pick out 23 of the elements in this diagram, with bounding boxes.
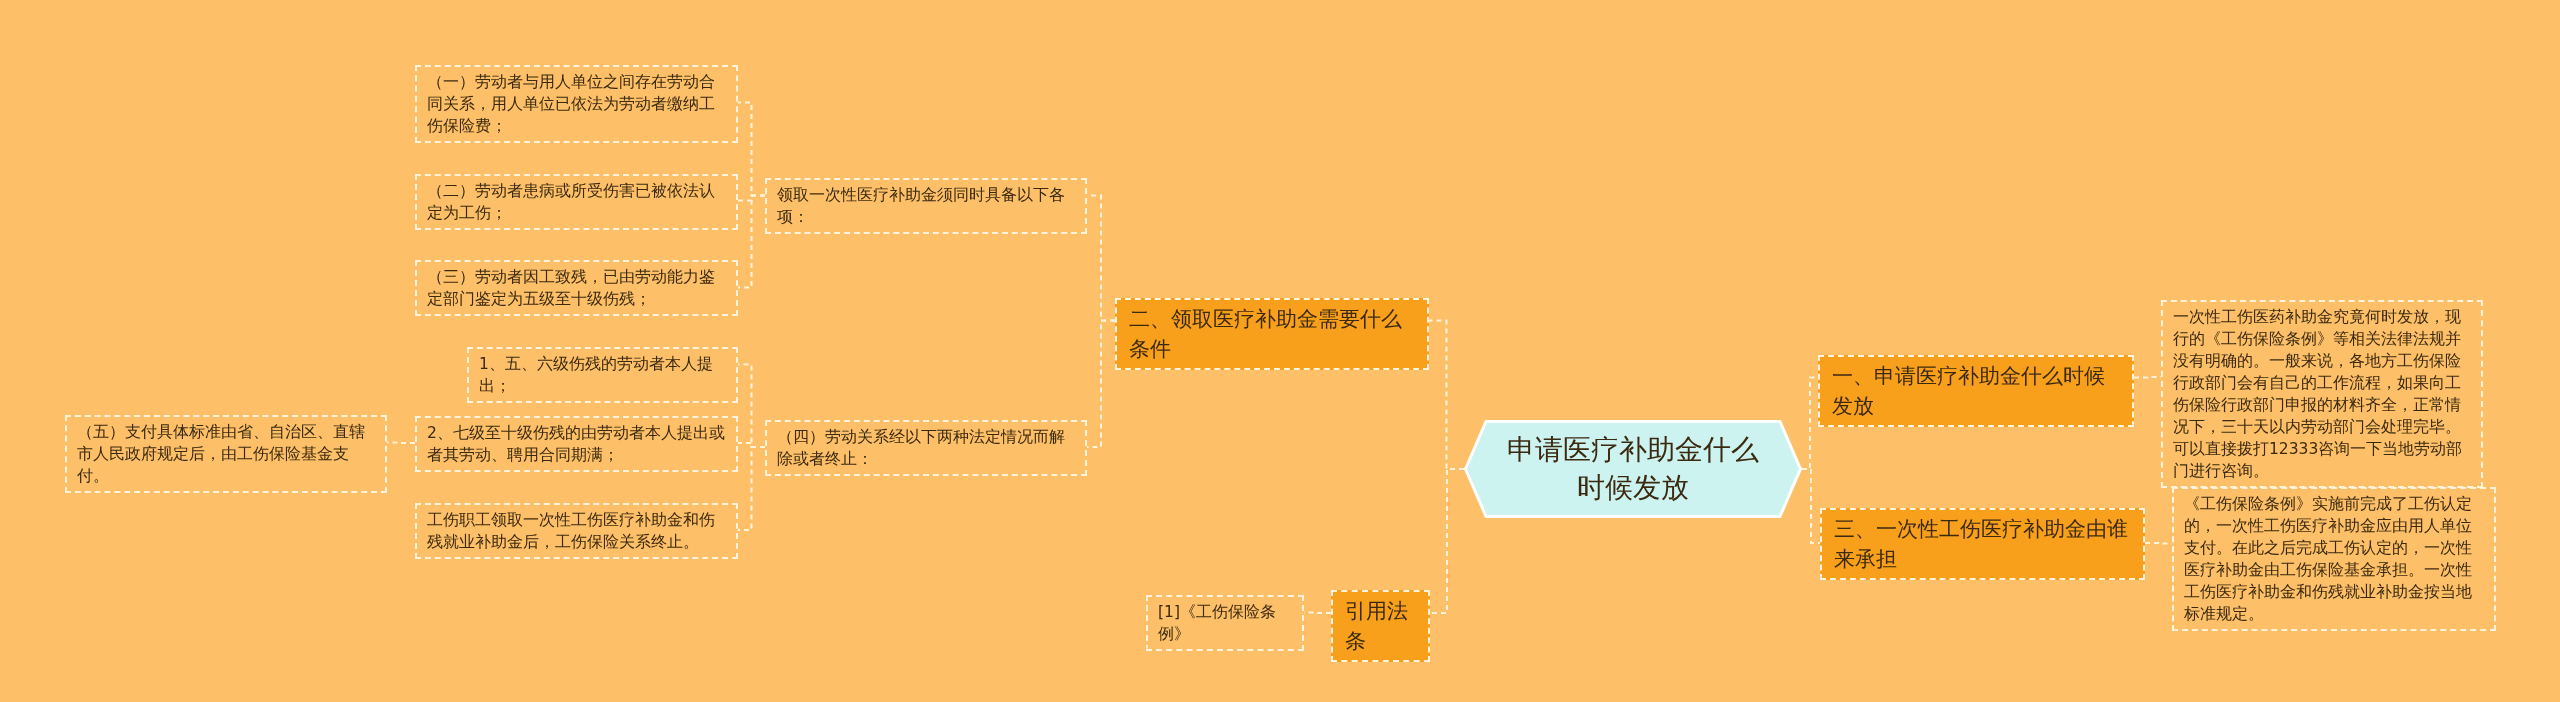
branch-box: 三、一次性工伤医疗补助金由谁来承担 (1820, 508, 2145, 580)
branch-box: 二、领取医疗补助金需要什么条件 (1115, 298, 1429, 370)
note-box: （四）劳动关系经以下两种法定情况而解除或者终止： (765, 420, 1087, 476)
connector-line (1801, 468, 1821, 544)
note-box: 《工伤保险条例》实施前完成了工伤认定的，一次性工伤医疗补助金应由用人单位支付。在此之后完成工伤认定的，一次性医疗补助金由工伤保险基金承担。一次性工伤医疗补助金和伤残就业补助金按当地标准规定。 (2172, 487, 2496, 631)
note-box: 一次性工伤医药补助金究竟何时发放，现行的《工伤保险条例》等相关法律法规并没有明确的。一般来说，各地方工伤保险行政部门会有自己的工作流程，如果向工伤保险行政部门申报的材料齐全，正常情况下，三十天以内劳动部门会处理完毕。可以直接拨打12333咨询一下当地劳动部门进行咨询。 (2161, 300, 2483, 488)
connector-line (737, 194, 766, 289)
note-box: 领取一次性医疗补助金须同时具备以下各项： (765, 178, 1087, 234)
topic-hexagon: 申请医疗补助金什么时候发放 (1464, 420, 1802, 518)
connector-line (1086, 319, 1116, 448)
connector-line (737, 446, 766, 531)
connector-line (1303, 611, 1332, 614)
note-box: （三）劳动者因工致残，已由劳动能力鉴定部门鉴定为五级至十级伤残； (415, 260, 738, 316)
note-box: 2、七级至十级伤残的由劳动者本人提出或者其劳动、聘用合同期满； (415, 416, 738, 472)
branch-box: 引用法条 (1331, 590, 1430, 662)
note-box: [1]《工伤保险条例》 (1146, 595, 1304, 651)
branch-box: 一、申请医疗补助金什么时候发放 (1818, 355, 2134, 427)
note-box: 1、五、六级伤残的劳动者本人提出； (467, 347, 738, 403)
note-box: （二）劳动者患病或所受伤害已被依法认定为工伤； (415, 174, 738, 230)
note-box: 工伤职工领取一次性工伤医疗补助金和伤残就业补助金后，工伤保险关系终止。 (415, 503, 738, 559)
note-box: （五）支付具体标准由省、自治区、直辖市人民政府规定后，由工伤保险基金支付。 (65, 415, 387, 493)
note-box: （一）劳动者与用人单位之间存在劳动合同关系，用人单位已依法为劳动者缴纳工伤保险费； (415, 65, 738, 143)
connector-line (1429, 468, 1465, 614)
